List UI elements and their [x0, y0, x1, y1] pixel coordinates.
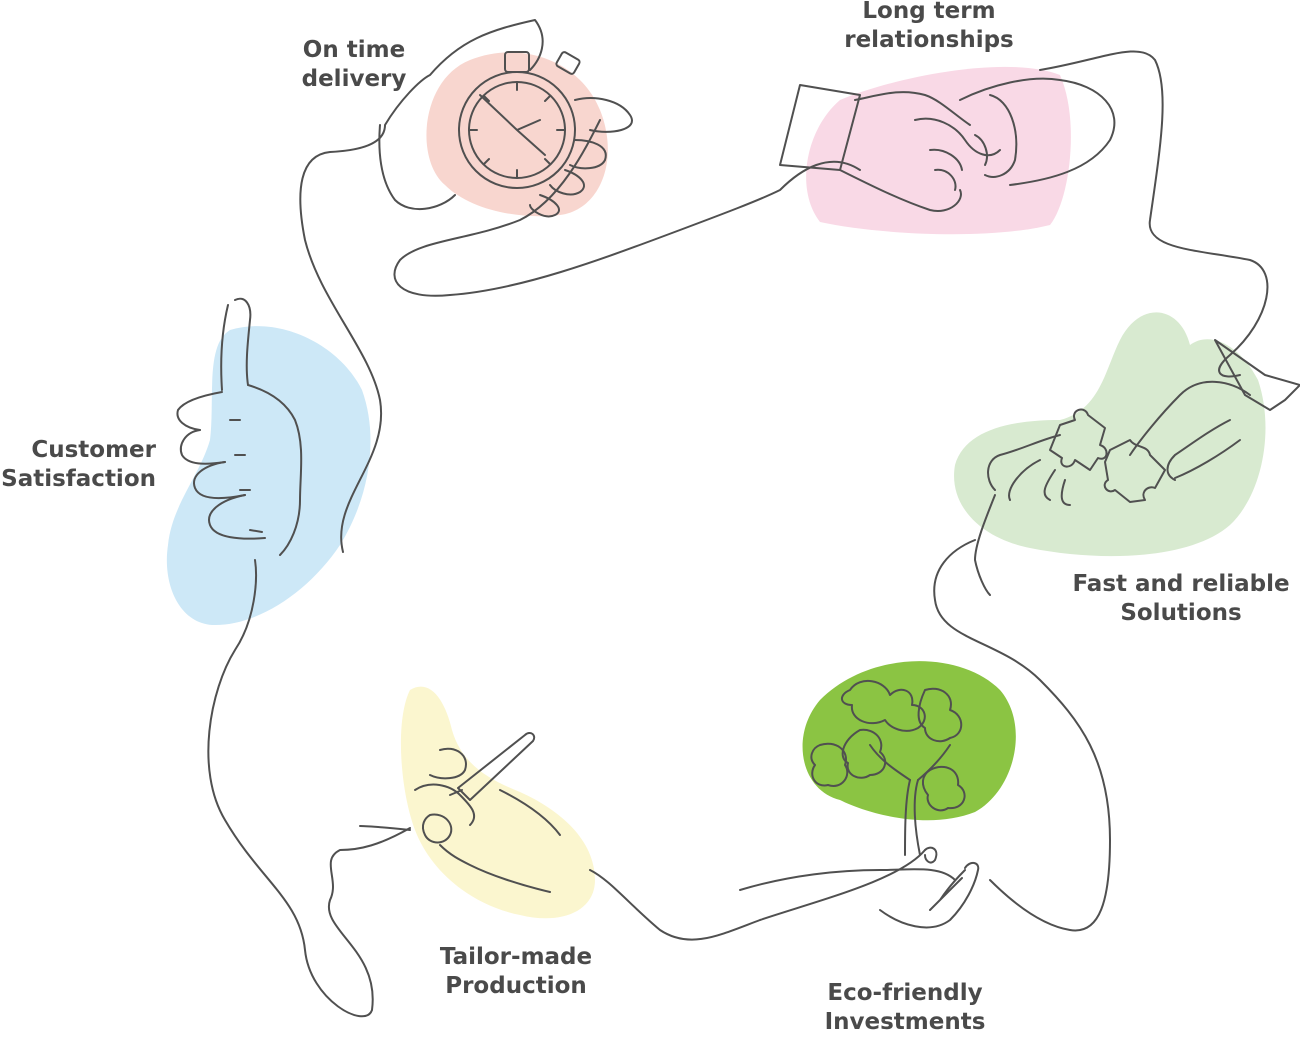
label-line: Fast and reliable — [1072, 571, 1290, 597]
label-line: Satisfaction — [1, 466, 156, 492]
thumbs-up-icon — [176, 297, 303, 556]
connecting-line — [589, 849, 926, 941]
fast-and-reliable-solutions-label: Fast and reliable Solutions — [1072, 570, 1289, 628]
connecting-line — [1039, 50, 1269, 378]
connecting-line — [299, 19, 544, 553]
label-line: Tailor-made — [439, 944, 593, 970]
label-line: Investments — [824, 1009, 986, 1035]
on-time-delivery-label: On time delivery — [302, 36, 407, 94]
label-line: On time — [302, 37, 406, 63]
stopwatch-in-hand-icon — [378, 51, 633, 218]
hand-with-pen-icon — [359, 731, 561, 893]
customer-satisfaction-blob — [166, 326, 371, 625]
label-line: relationships — [844, 27, 1014, 53]
label-line: Production — [445, 973, 587, 999]
handshake-icon — [779, 77, 1116, 212]
eco-friendly-investments-label: Eco-friendly Investments — [825, 979, 986, 1037]
solutions-blob — [954, 312, 1266, 557]
tailor-made-blob — [400, 686, 595, 919]
customer-satisfaction-label: Customer Satisfaction — [0, 436, 156, 494]
label-line: delivery — [301, 66, 407, 92]
connecting-line — [393, 119, 861, 297]
label-line: Eco-friendly — [827, 980, 983, 1006]
tree-in-hand-icon — [739, 680, 980, 929]
label-line: Solutions — [1120, 600, 1242, 626]
connecting-line — [933, 539, 1111, 932]
eco-friendly-blob — [802, 661, 1016, 821]
label-line: Long term — [862, 0, 996, 24]
puzzle-pieces-in-hands-icon — [974, 339, 1300, 596]
tailor-made-production-label: Tailor-made Production — [440, 943, 592, 1001]
connecting-line — [207, 559, 411, 1018]
long-term-relationships-label: Long term relationships — [844, 0, 1014, 55]
label-line: Customer — [31, 437, 156, 463]
